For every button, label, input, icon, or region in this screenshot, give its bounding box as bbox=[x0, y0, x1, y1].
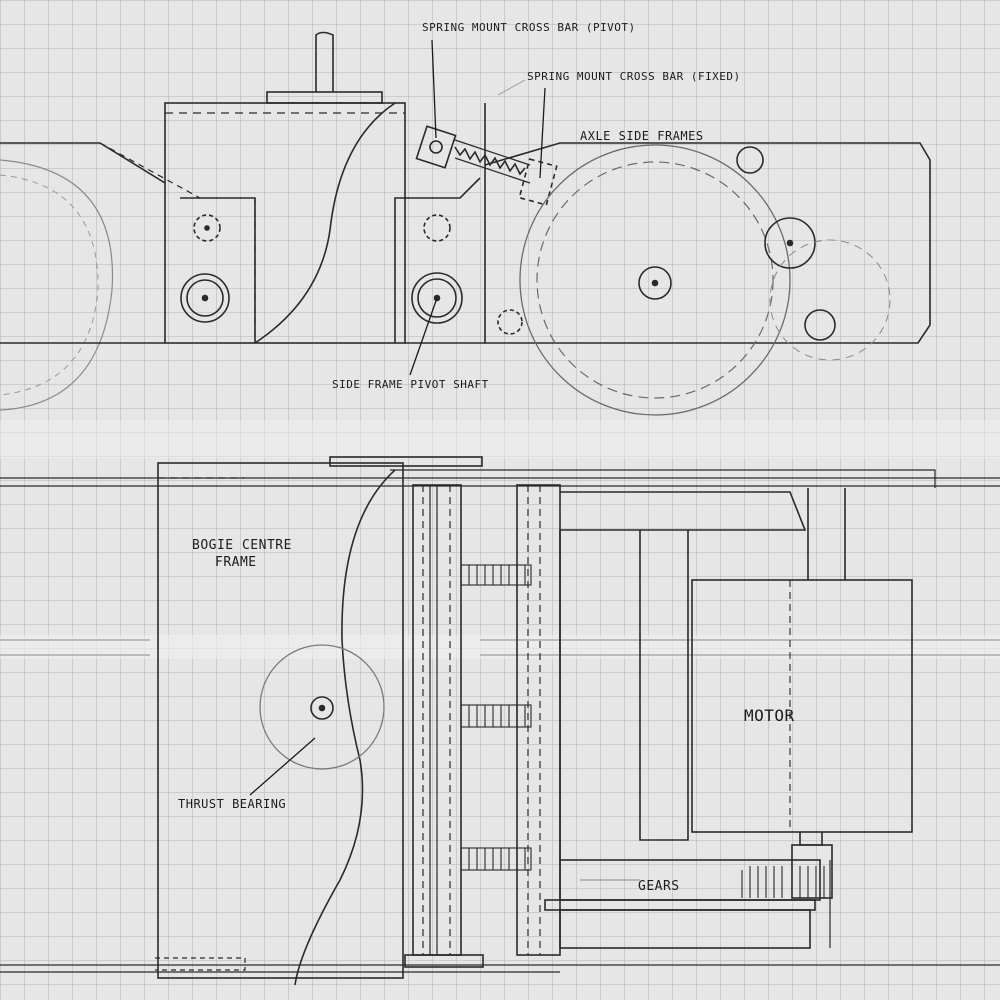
motor-body bbox=[691, 579, 913, 833]
label-thrust-bearing: THRUST BEARING bbox=[178, 797, 286, 811]
label-side-frame-pivot-shaft: SIDE FRAME PIVOT SHAFT bbox=[332, 378, 489, 391]
worm-gear-teeth bbox=[460, 564, 532, 871]
paper-light-band-upper bbox=[0, 420, 1000, 458]
centre-frame-plan-curve bbox=[294, 469, 396, 986]
top-rail bbox=[0, 477, 1000, 487]
pivot-hole-left bbox=[193, 214, 221, 242]
spring bbox=[454, 146, 526, 176]
spring-mount-fixed-block bbox=[518, 158, 558, 206]
label-bogie-centre-frame-line1: BOGIE CENTRE bbox=[192, 538, 292, 553]
label-axle-side-frames: AXLE SIDE FRAMES bbox=[580, 129, 704, 143]
pinion-gear bbox=[791, 844, 833, 899]
plan-view bbox=[0, 456, 1000, 986]
label-motor: MOTOR bbox=[744, 706, 795, 725]
right-wheel-outline bbox=[519, 144, 791, 416]
centre-frame-s-curve bbox=[254, 102, 396, 344]
gear-wheel-right bbox=[764, 217, 816, 269]
centre-frame-plan bbox=[157, 462, 404, 979]
side-elevation-view bbox=[0, 31, 931, 416]
left-wheel-outline bbox=[0, 159, 114, 411]
spring-mount-pivot-block bbox=[415, 125, 457, 169]
label-bogie-centre-frame-line2: FRAME bbox=[215, 555, 257, 570]
label-spring-mount-pivot: SPRING MOUNT CROSS BAR (PIVOT) bbox=[422, 21, 636, 34]
bearing-boss-left bbox=[180, 273, 230, 323]
leader-lines-lower bbox=[249, 737, 316, 796]
side-frame-pivot-shaft-boss bbox=[411, 272, 463, 324]
label-gears: GEARS bbox=[638, 879, 680, 894]
label-spring-mount-fixed: SPRING MOUNT CROSS BAR (FIXED) bbox=[527, 70, 741, 83]
leader-lines-upper bbox=[409, 39, 546, 376]
thrust-bearing-circle bbox=[259, 644, 385, 770]
